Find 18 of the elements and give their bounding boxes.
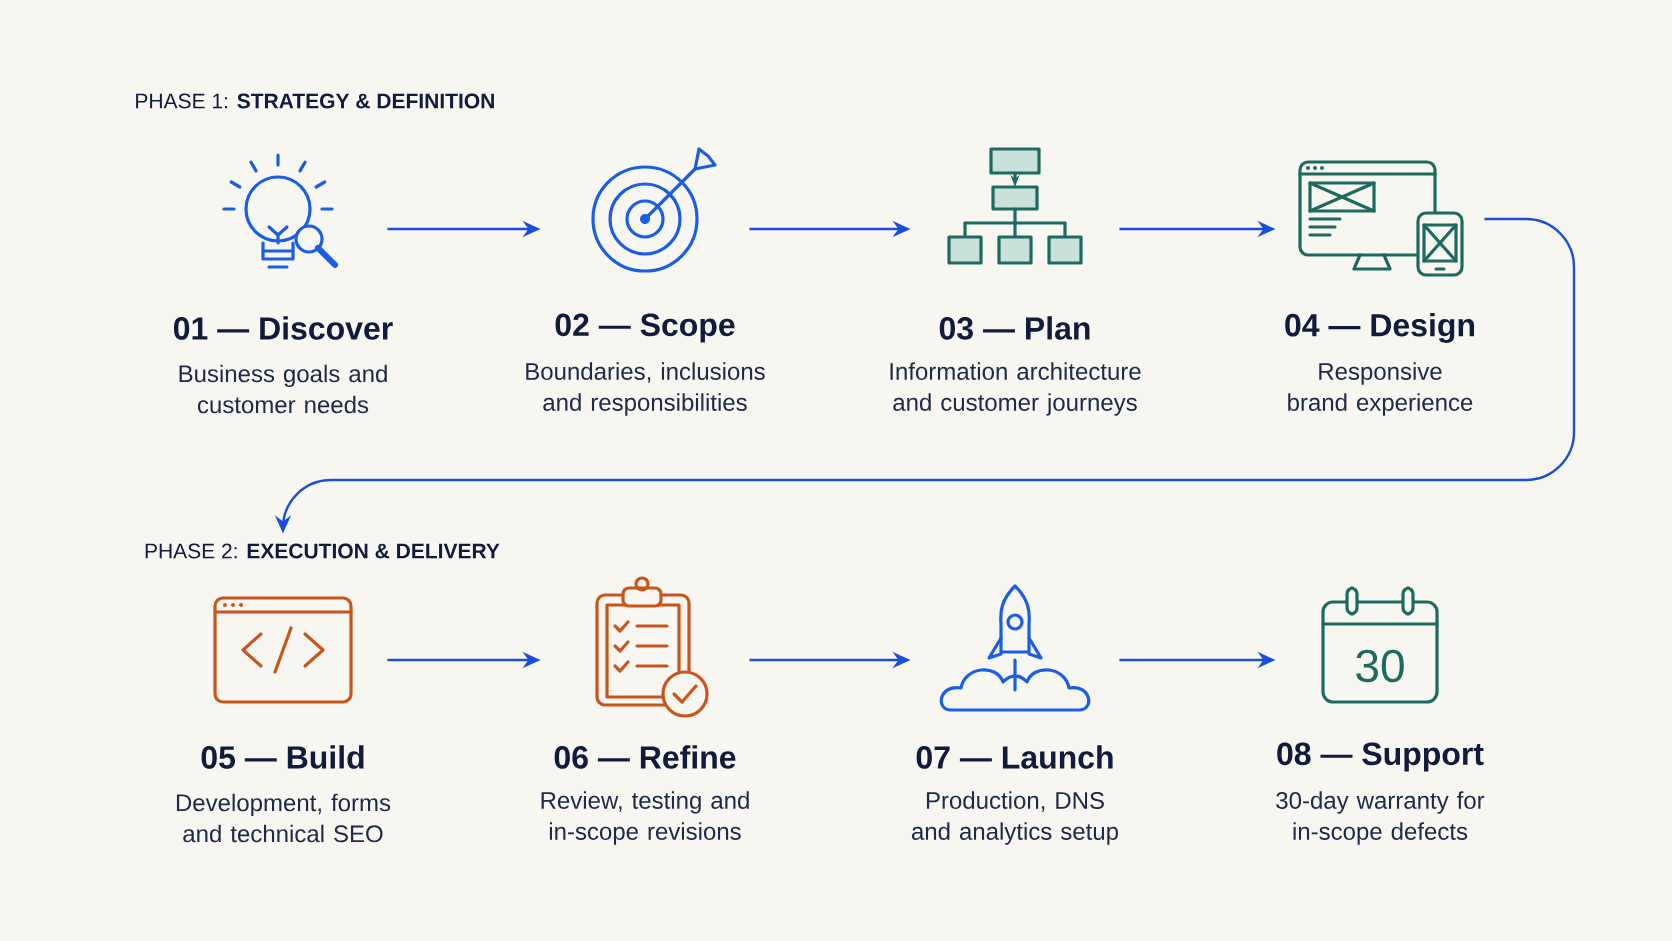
step-title: 02 — Scope	[555, 313, 735, 343]
step-description: Development, forms and technical SEO	[176, 793, 391, 843]
step-title: 03 — Plan	[939, 316, 1090, 340]
step-description: 30-day warranty for in-scope defects	[1276, 791, 1485, 845]
step-description: Review, testing and in-scope revisions	[541, 791, 749, 845]
step-description: Boundaries, inclusions and responsibilities	[526, 362, 765, 416]
phase-heading: PHASE 1: STRATEGY & DEFINITION	[136, 93, 494, 109]
step-title: 06 — Refine	[554, 745, 736, 769]
step-description: Information architecture and customer journeys	[890, 362, 1141, 416]
step-title: 08 — Support	[1277, 742, 1484, 772]
step-description: Responsive brand experience	[1288, 362, 1473, 416]
step-description: Production, DNS and analytics setup	[911, 791, 1118, 845]
step-title: 05 — Build	[201, 745, 364, 769]
step-title: 07 — Launch	[916, 745, 1113, 769]
step-title: 04 — Design	[1285, 313, 1474, 343]
step-title: 01 — Discover	[174, 316, 393, 340]
step-description: Business goals and customer needs	[179, 364, 387, 414]
phase-heading: PHASE 2: EXECUTION & DELIVERY	[145, 543, 500, 559]
